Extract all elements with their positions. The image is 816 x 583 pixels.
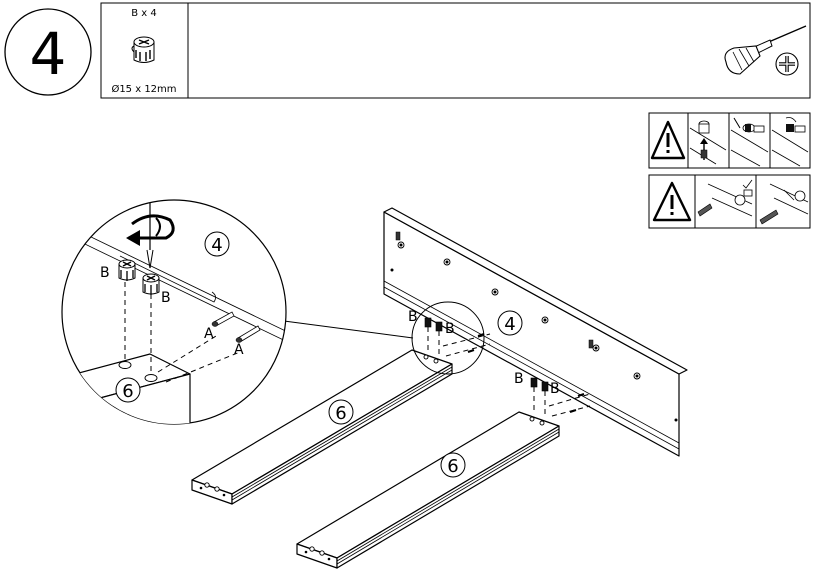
part-badge-4-detail: 4 <box>204 231 230 257</box>
cam-turn-icon <box>771 117 809 167</box>
dowel-insert-correct-icon <box>697 179 753 217</box>
rotation-arrow-icon <box>126 202 175 269</box>
svg-text:6: 6 <box>447 456 458 477</box>
label-b: B <box>161 290 171 306</box>
label-b: B <box>408 309 418 325</box>
label-b: B <box>550 381 560 397</box>
cam-insert-icon <box>730 117 769 167</box>
warning-triangle-icon <box>652 181 692 222</box>
magnifier-callout <box>283 301 485 375</box>
svg-text:6: 6 <box>335 403 346 424</box>
label-a: A <box>204 326 214 342</box>
step-number-badge: 4 <box>4 8 92 96</box>
parts-box: B x 4 Ø15 x 12mm <box>100 2 811 99</box>
cam-dowel-orientation-icon <box>689 120 727 165</box>
part-badge-4-main: 4 <box>497 310 523 336</box>
label-b: B <box>514 371 524 387</box>
step-number: 4 <box>30 20 67 88</box>
quantity-label: B x 4 <box>131 8 157 19</box>
svg-text:4: 4 <box>504 314 515 335</box>
svg-text:6: 6 <box>122 381 133 402</box>
fitting-group-lower: B B <box>514 371 591 418</box>
phillips-screwdriver-icon <box>724 25 807 76</box>
label-a: A <box>234 342 244 358</box>
label-b: B <box>100 265 110 281</box>
back-panel <box>383 207 688 457</box>
rail-part-6-upper <box>191 349 453 505</box>
cam-lock-icon <box>142 273 160 295</box>
part-badge-6-detail: 6 <box>115 377 141 403</box>
part-badge-6-upper: 6 <box>328 399 354 425</box>
detail-zoom-circle: B B A A 4 6 <box>61 199 287 425</box>
cam-lock-icon <box>131 36 155 63</box>
fitting-group-upper: B B <box>408 309 491 357</box>
svg-text:4: 4 <box>211 235 222 256</box>
warning-panel-1 <box>648 112 811 169</box>
size-label: Ø15 x 12mm <box>111 83 176 95</box>
rail-part-6-lower <box>296 411 560 569</box>
label-b: B <box>445 321 455 337</box>
warning-triangle-icon <box>650 120 686 160</box>
cam-lock-icon <box>118 259 136 281</box>
part-badge-6-lower: 6 <box>440 452 466 478</box>
dowel-insert-wrong-icon <box>759 183 809 225</box>
warning-panel-2 <box>648 174 811 229</box>
